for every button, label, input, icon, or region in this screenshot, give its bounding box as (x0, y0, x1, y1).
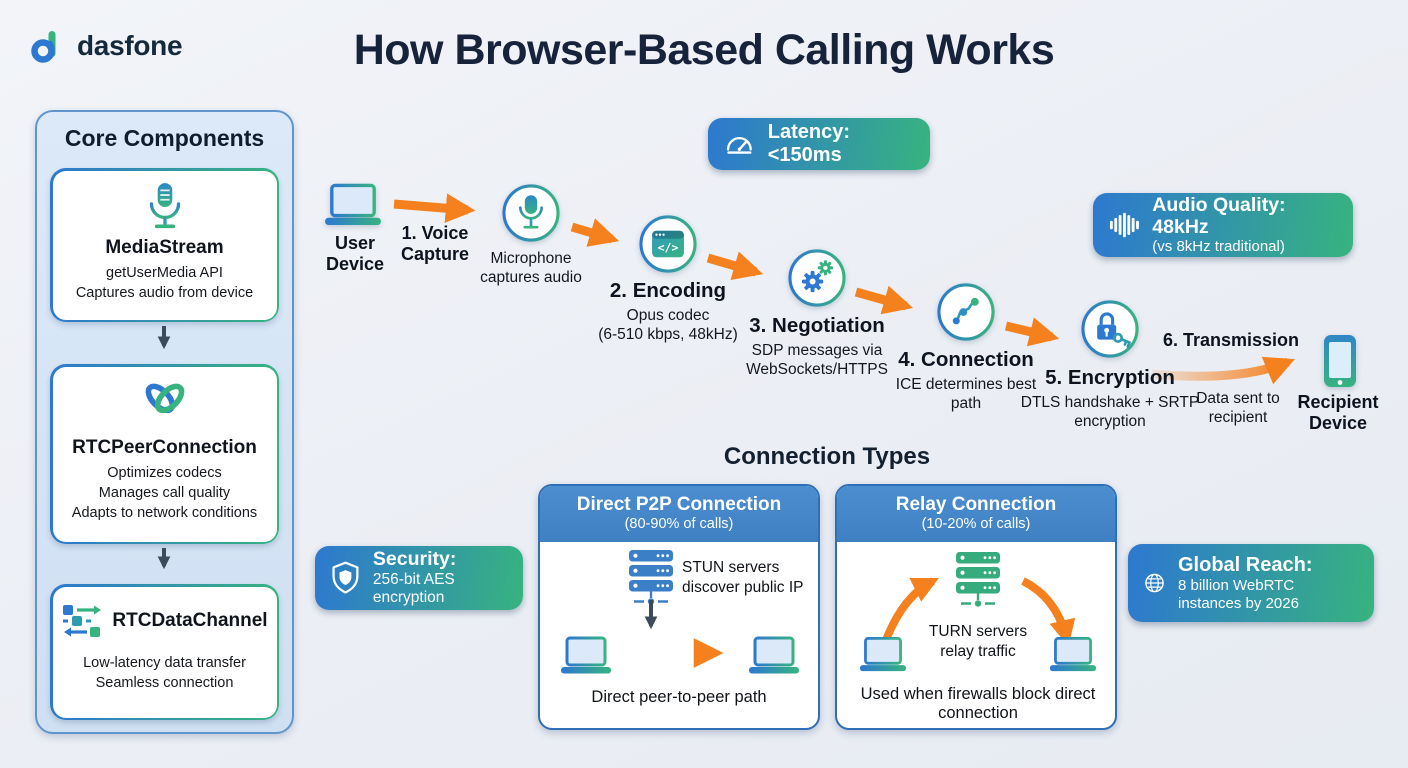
step3-block: 3. Negotiation SDP messages via WebSocke… (727, 314, 907, 379)
code-glyph: </> (658, 241, 679, 255)
p2p-path-arrow (612, 638, 724, 668)
step5-block: 5. Encryption DTLS handshake + SRTP encr… (1020, 366, 1200, 431)
step4-block: 4. Connection ICE determines best path (886, 348, 1046, 413)
audio-quality-badge: Audio Quality: 48kHz (vs 8kHz traditiona… (1093, 193, 1353, 257)
step2-sub1: Opus codec (626, 306, 710, 324)
waveform-icon (1109, 212, 1139, 238)
card-rtcpeerconnection: RTCPeerConnection Optimizes codecs Manag… (50, 364, 279, 544)
step6-sub: Data sent to recipient (1196, 390, 1280, 427)
encoding-node-icon: </> (639, 215, 697, 273)
step3-title: 3. Negotiation (749, 314, 885, 337)
connection-node-icon (937, 283, 995, 341)
laptop-icon (749, 636, 799, 674)
arrow-step4 (854, 285, 914, 315)
globe-icon (1145, 573, 1164, 593)
global-reach-subtitle: 8 billion WebRTC instances by 2026 (1178, 576, 1299, 612)
brand-name: dasfone (77, 30, 183, 61)
dasfone-logo-icon (31, 31, 56, 63)
latency-badge: Latency: <150ms (708, 118, 930, 170)
brand-logo: dasfone (28, 26, 183, 66)
p2p-title: Direct P2P Connection (576, 494, 782, 516)
security-title: Security: (372, 548, 457, 571)
step3-sub: SDP messages via WebSockets/HTTPS (746, 341, 888, 378)
peer-connection-knot-icon (145, 383, 184, 413)
audio-quality-title: Audio Quality: 48kHz (1152, 193, 1286, 238)
arrow-step6 (1151, 356, 1295, 385)
stun-server-icon (629, 550, 673, 605)
turn-server-icon (956, 552, 1000, 607)
laptop-icon (1049, 637, 1097, 672)
p2p-caption: Direct peer-to-peer path (591, 688, 767, 706)
core-components-title: Core Components (64, 125, 265, 151)
step1-label: 1. Voice Capture (400, 223, 469, 265)
security-subtitle: 256-bit AES encryption (372, 570, 455, 607)
microphone-caption: Microphone captures audio (480, 250, 582, 287)
phone-icon (1324, 335, 1356, 387)
core-components-panel: Core Components MediaStream getUserMedia… (35, 110, 294, 734)
laptop-icon (561, 636, 611, 674)
card-title: RTCDataChannel (112, 609, 268, 631)
encryption-node-icon (1081, 300, 1139, 358)
relay-title: Relay Connection (895, 494, 1057, 516)
arrow-step1 (393, 193, 476, 224)
card-line: Seamless connection (95, 674, 234, 691)
p2p-subtitle: (80-90% of calls) (624, 516, 734, 533)
step5-sub: DTLS handshake + SRTP encryption (1020, 393, 1200, 430)
connection-types-title: Connection Types (723, 443, 931, 470)
step2-sub2: (6-510 kbps, 48kHz) (598, 325, 738, 343)
card-line: Manages call quality (98, 484, 231, 501)
card-line: Optimizes codecs (107, 464, 222, 481)
card-mediastream: MediaStream getUserMedia API Captures au… (50, 168, 279, 322)
security-badge: Security: 256-bit AES encryption (315, 546, 523, 610)
speedometer-icon (726, 137, 752, 154)
latency-text: Latency: <150ms (767, 121, 850, 166)
p2p-connection-box: Direct P2P Connection (80-90% of calls) … (538, 484, 820, 730)
relay-box-header: Relay Connection (10-20% of calls) (837, 486, 1115, 542)
step4-sub: ICE determines best path (895, 375, 1037, 412)
microphone-node-icon (502, 184, 560, 242)
card-line: Low-latency data transfer (83, 654, 246, 671)
shield-icon (332, 561, 359, 594)
laptop-icon (859, 637, 907, 672)
down-arrow-icon (157, 548, 171, 570)
global-reach-badge: Global Reach: 8 billion WebRTC instances… (1128, 544, 1374, 622)
user-device-label: User Device (325, 233, 385, 275)
card-line: Captures audio from device (75, 284, 254, 301)
stun-caption: STUN servers discover public IP (682, 559, 804, 596)
recipient-device-label: Recipient Device (1297, 392, 1379, 434)
microphone-icon (149, 182, 180, 228)
down-arrow-icon (157, 326, 171, 350)
relay-connection-box: Relay Connection (10-20% of calls) TURN (835, 484, 1117, 730)
page-title: How Browser-Based Calling Works (353, 26, 1055, 74)
card-line: getUserMedia API (106, 264, 223, 281)
step5-title: 5. Encryption (1045, 366, 1175, 389)
audio-quality-subtitle: (vs 8kHz traditional) (1152, 238, 1285, 256)
laptop-icon (325, 183, 381, 226)
card-title: MediaStream (105, 236, 224, 258)
step2-block: 2. Encoding Opus codec (6-510 kbps, 48kH… (578, 279, 758, 344)
relay-subtitle: (10-20% of calls) (921, 516, 1031, 533)
p2p-box-header: Direct P2P Connection (80-90% of calls) (540, 486, 818, 542)
card-title: RTCPeerConnection (72, 436, 257, 458)
down-arrow-icon (644, 600, 658, 630)
step6-label: 6. Transmission (1162, 330, 1300, 350)
card-line: Adapts to network conditions (71, 504, 258, 521)
step4-title: 4. Connection (898, 348, 1034, 371)
step2-title: 2. Encoding (609, 279, 727, 302)
turn-caption: TURN servers relay traffic (928, 623, 1028, 660)
negotiation-node-icon (788, 249, 846, 307)
arrow-step5 (1004, 317, 1060, 347)
data-transfer-icon (63, 604, 102, 637)
relay-caption: Used when firewalls block direct connect… (860, 685, 1096, 722)
arrow-step3 (706, 251, 764, 281)
arrow-step2 (570, 218, 620, 247)
global-reach-title: Global Reach: (1178, 553, 1313, 576)
card-rtcdatachannel: RTCDataChannel Low-latency data transfer… (50, 584, 279, 720)
